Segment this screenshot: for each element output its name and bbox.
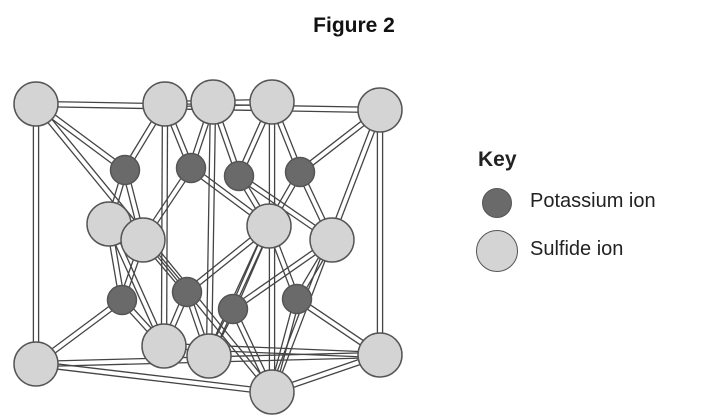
lattice-bond (205, 101, 212, 356)
key-item-potassium: Potassium ion (474, 186, 704, 230)
sulfide-ion (190, 79, 236, 125)
figure-title: Figure 2 (313, 14, 395, 37)
lattice-bond (36, 360, 273, 391)
potassium-ion-swatch (482, 188, 512, 218)
lattice-bond (35, 365, 272, 396)
potassium-ion (223, 160, 255, 192)
lattice-bond (160, 103, 164, 346)
sulfide-ion (246, 203, 292, 249)
sulfide-ion-label: Sulfide ion (530, 238, 624, 260)
sulfide-ion (249, 79, 295, 125)
key-legend: Key Potassium ion Sulfide ion (474, 148, 704, 274)
lattice-bond (210, 102, 217, 357)
crystal-lattice-diagram (13, 79, 403, 415)
potassium-ion-label: Potassium ion (530, 190, 656, 212)
sulfide-ion (186, 333, 232, 379)
sulfide-ion (120, 217, 166, 263)
lattice-bond (165, 104, 169, 347)
potassium-ion (106, 284, 138, 316)
potassium-ion (175, 152, 207, 184)
lattice-atoms-front (13, 79, 403, 415)
sulfide-ion (13, 81, 59, 127)
sulfide-ion (249, 369, 295, 415)
potassium-ion (284, 156, 316, 188)
potassium-ion (171, 276, 203, 308)
sulfide-ion (141, 323, 187, 369)
sulfide-ion (13, 341, 59, 387)
key-item-sulfide: Sulfide ion (474, 230, 704, 274)
potassium-ion (109, 154, 141, 186)
sulfide-ion-swatch (476, 230, 518, 272)
potassium-ion (281, 283, 313, 315)
sulfide-ion (357, 332, 403, 378)
sulfide-ion (309, 217, 355, 263)
sulfide-ion (142, 81, 188, 127)
lattice-atoms-back (86, 201, 292, 379)
key-title: Key (478, 148, 517, 171)
potassium-ion (217, 293, 249, 325)
sulfide-ion (357, 87, 403, 133)
